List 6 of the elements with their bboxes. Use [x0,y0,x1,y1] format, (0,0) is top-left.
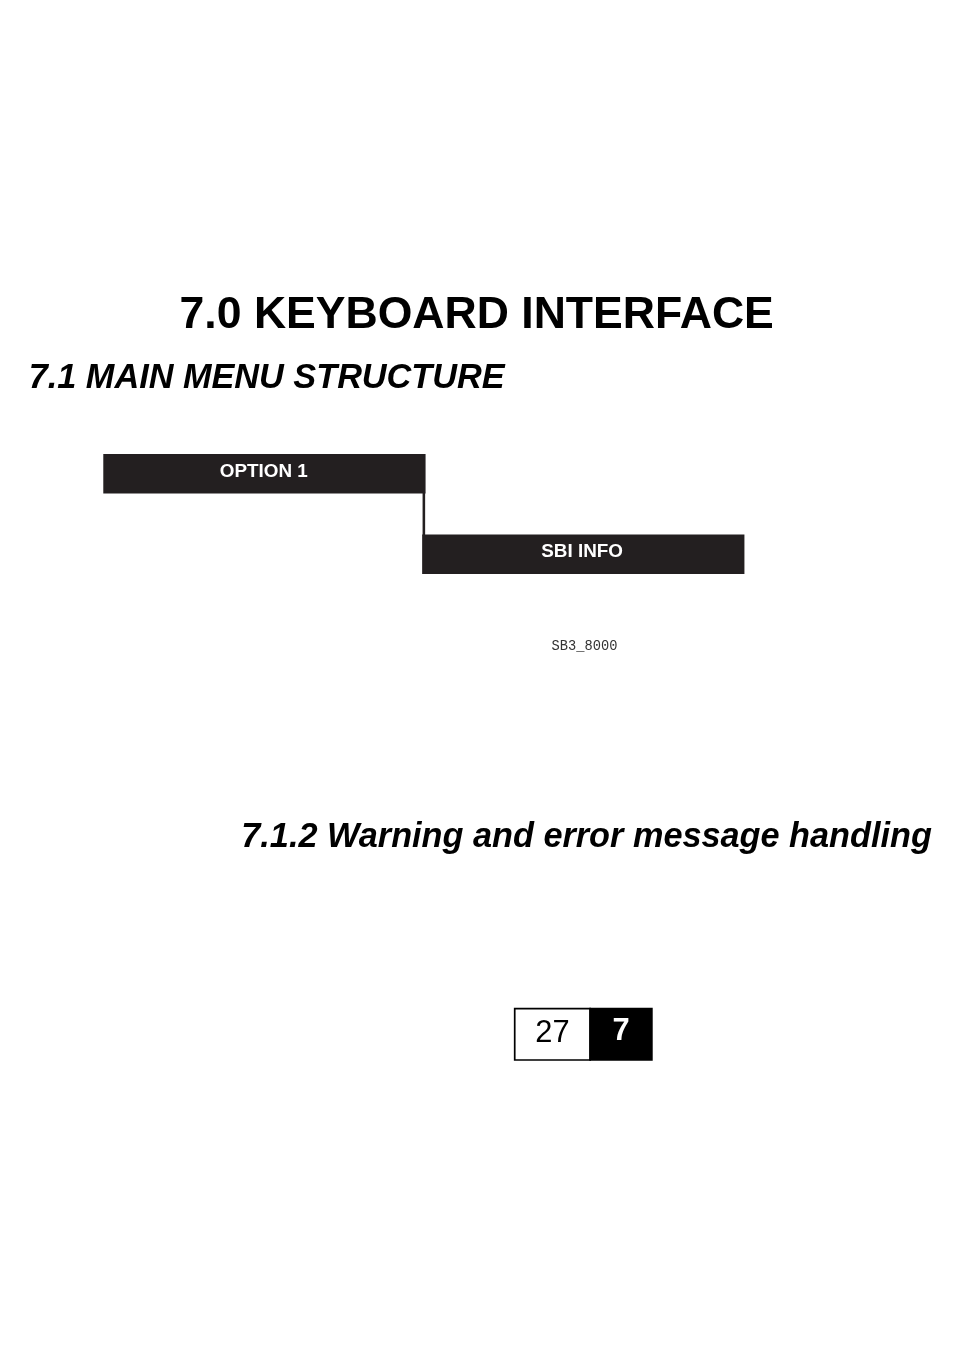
label: 27 [535,1013,570,1049]
label: 7.1.2 Warning and error message handling [241,816,932,855]
label: 7 [612,1012,630,1048]
diagram-title: 7.0 KEYBOARD INTERFACE [179,287,774,337]
label: SB3_8000 [551,639,618,655]
label: 7.1 MAIN MENU STRUCTURE [28,357,505,395]
